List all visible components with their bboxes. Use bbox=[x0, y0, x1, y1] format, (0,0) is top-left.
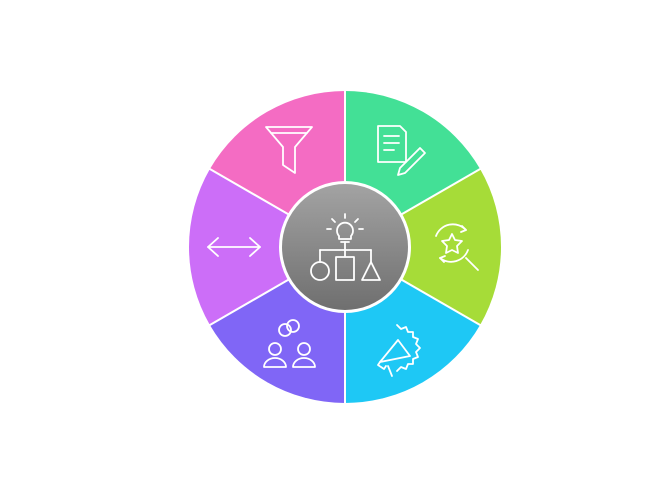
megaphone-badge-icon bbox=[377, 324, 421, 377]
document-pencil-icon bbox=[377, 125, 426, 176]
funnel-icon bbox=[265, 126, 313, 174]
strategy-idea-icon bbox=[310, 213, 381, 281]
segment-left[interactable] bbox=[188, 169, 345, 325]
team-collaboration-icon bbox=[263, 319, 316, 368]
double-arrow-icon bbox=[207, 237, 261, 257]
star-search-icon bbox=[435, 223, 479, 271]
segment-right[interactable] bbox=[345, 169, 502, 325]
